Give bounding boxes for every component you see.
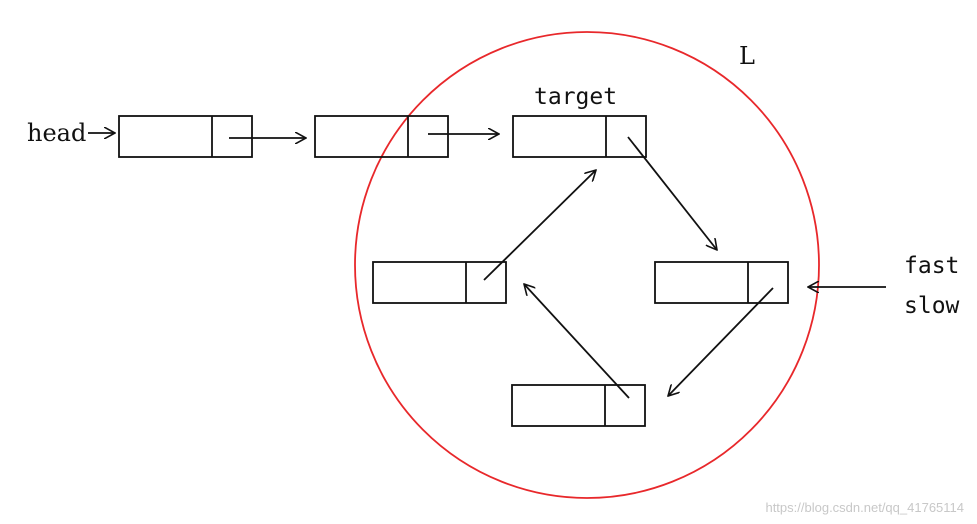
pointer-arrow-target-to-right (627, 136, 717, 250)
loop-length-label: L (739, 42, 755, 70)
slow-label: slow (904, 293, 960, 319)
list-node-1 (118, 115, 253, 158)
target-label: target (534, 84, 617, 110)
head-label: head (27, 119, 86, 147)
cycle-ring (354, 31, 820, 499)
list-node-right (654, 261, 789, 304)
pointer-arrow-left-to-target (483, 170, 596, 281)
list-node-2 (314, 115, 449, 158)
watermark-url: https://blog.csdn.net/qq_41765114 (765, 500, 964, 515)
list-node-bottom (511, 384, 646, 427)
list-node-left (372, 261, 507, 304)
fast-label: fast (904, 253, 959, 279)
pointer-arrow-right-to-bottom (668, 287, 774, 396)
pointer-arrow-bottom-to-left (524, 284, 630, 399)
list-node-target (512, 115, 647, 158)
